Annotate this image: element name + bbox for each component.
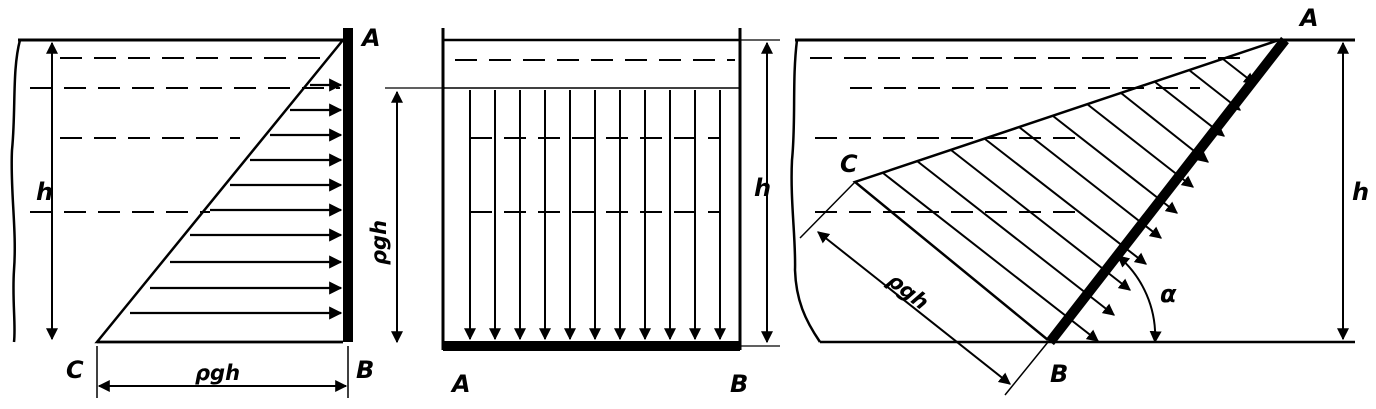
inclined-wall-ab [1046,36,1289,346]
label-pgh-bottom: ρgh [367,220,391,265]
water-boundary-left [10,39,22,343]
label-b-bottom: B [730,370,748,398]
label-a-wall1: A [360,24,381,52]
pressure-arrows [464,90,726,341]
label-h-wall3: h [1352,178,1369,206]
pressure-triangle [94,39,344,344]
water-dash-lines [30,57,340,213]
pressure-dimension-line [817,231,1011,385]
panel-inclined-wall [790,36,1355,396]
label-pgh-wall1: ρgh [195,361,240,385]
pressure-arrows [882,58,1256,342]
water-dash-lines [810,57,1245,213]
label-a-bottom: A [450,370,471,398]
panel-vertical-wall [10,28,353,398]
water-boundary-left [790,39,822,343]
label-c-wall1: C [66,356,84,384]
label-c-wall3: C [840,150,858,178]
label-b-wall3: B [1050,360,1068,388]
label-b-wall1: B [356,356,374,384]
angle-arc [1117,255,1162,344]
label-h-wall1: h [36,178,53,206]
label-h-bottom: h [754,174,771,202]
panel-horizontal-bottom [385,28,780,351]
pressure-arrows [130,78,343,320]
water-dash-lines [455,59,735,213]
label-alpha: α [1160,280,1177,308]
label-a-wall3: A [1298,4,1319,32]
label-pgh-wall3: ρgh [883,268,933,315]
